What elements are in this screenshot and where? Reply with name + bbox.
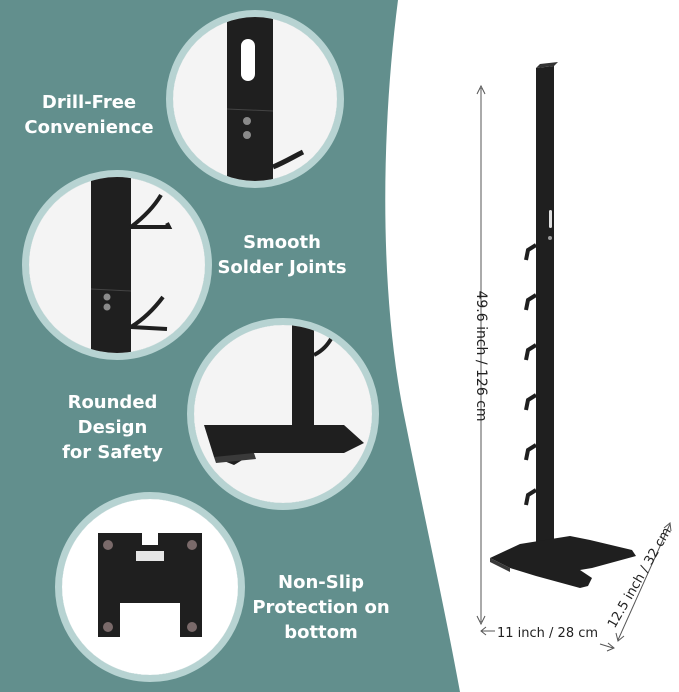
feature-line: Convenience [24,117,154,138]
base-detail-image [187,318,379,510]
pole-top-illustration [173,17,337,181]
feature-line: Drill-Free [41,92,137,113]
feature-solder-joints: Smooth Solder Joints [212,230,352,280]
feature-drill-free: Drill-Free Convenience [14,90,164,140]
base-illustration [194,325,372,503]
hooks-illustration [29,177,205,353]
feature-line: for Safety [62,442,163,463]
hooks-detail-image [22,170,212,360]
base [490,536,636,588]
depth-arrow [615,522,672,642]
feature-line: Design [77,417,148,438]
width-arrow [480,626,615,652]
base-bottom-illustration [62,499,238,675]
feature-rounded-design: Rounded Design for Safety [40,390,185,465]
feature-line: Non-Slip [278,572,364,593]
pole-top-detail-image [166,10,344,188]
feature-line: Rounded [67,392,158,413]
feature-line: Solder Joints [217,257,347,278]
pole [536,66,554,544]
feature-line: Protection on [252,597,390,618]
height-arrow [476,84,486,626]
full-stand-illustration [476,62,672,652]
hooks [524,243,538,506]
width-dimension-label: 11 inch / 28 cm [497,626,599,641]
feature-line: bottom [284,622,358,643]
height-dimension-label: 49.6 inch / 126 cm [473,290,489,422]
feature-line: Smooth [243,232,321,253]
base-bottom-detail-image [55,492,245,682]
feature-non-slip: Non-Slip Protection on bottom [246,570,396,645]
